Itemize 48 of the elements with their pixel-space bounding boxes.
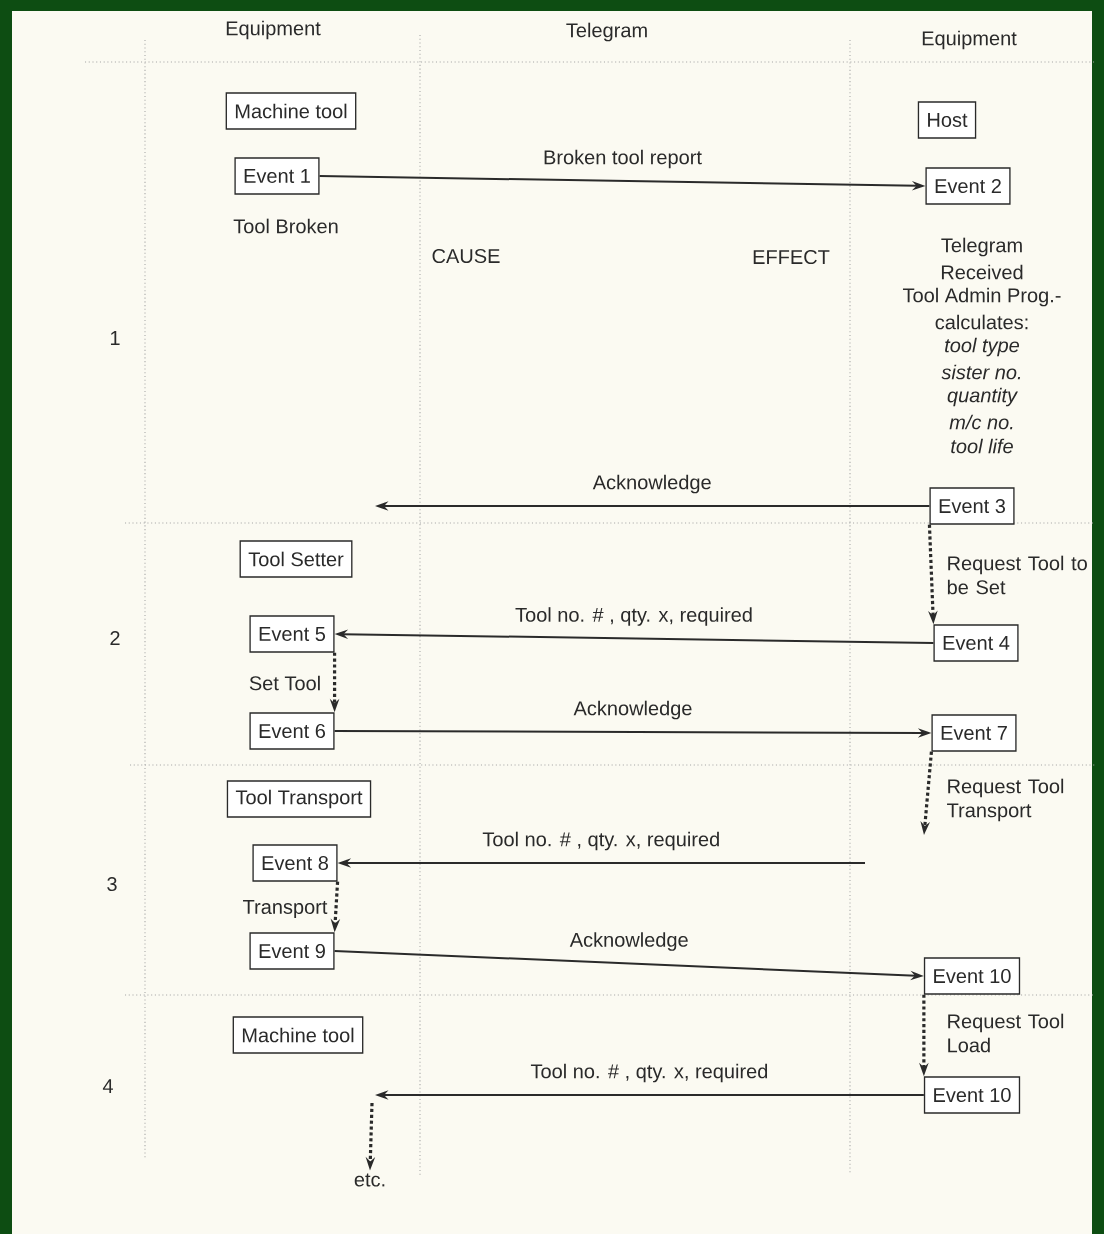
column-heading: Telegram (566, 22, 647, 42)
step-number: 3 (107, 876, 117, 892)
label-box: Event 9 (249, 932, 335, 970)
event-note: Telegram (941, 237, 1022, 257)
label-box: Event 3 (929, 487, 1015, 525)
event-note: Transport (243, 900, 328, 918)
label-box: Event 6 (249, 712, 335, 750)
edge-label: Tool no. # , qty. x, required (529, 1062, 770, 1084)
label-box: Event 1 (234, 157, 320, 195)
event-note: m/c no. (949, 414, 1013, 430)
event-note: sister no. (941, 364, 1021, 380)
cause-label: CAUSE (432, 248, 500, 264)
column-heading: Equipment (226, 20, 321, 40)
edge-label: Broken tool report (541, 148, 704, 170)
label-box: Machine tool (232, 1016, 364, 1054)
label-box: Event 4 (933, 624, 1019, 662)
edge-label: Acknowledge (591, 473, 714, 495)
column-heading: Equipment (922, 30, 1017, 50)
edge-label: Acknowledge (568, 930, 691, 953)
label-box: Event 2 (925, 167, 1011, 205)
event-note: tool type (945, 337, 1020, 357)
event-note: quantity (947, 387, 1018, 407)
event-note: tool life (951, 438, 1013, 454)
label-box: Event 8 (252, 844, 338, 882)
event-note: Tool Broken (233, 218, 338, 234)
event-note: Set Tool (249, 675, 320, 691)
label-box: Event 10 (923, 957, 1021, 995)
effect-label: EFFECT (753, 249, 830, 265)
label-box: Event 10 (923, 1076, 1021, 1114)
label-box: Event 5 (249, 615, 335, 653)
step-number: 2 (110, 631, 120, 645)
label-box: Event 7 (931, 714, 1017, 752)
edge-label: Acknowledge (572, 699, 694, 721)
label-box: Tool Transport (226, 780, 372, 818)
edge-label: Tool no. # , qty. x, required (513, 605, 755, 628)
event-note: Tool Admin Prog.- (902, 287, 1061, 307)
label-box: Machine tool (225, 92, 357, 130)
request-note: Request Tool to be Set (947, 555, 1087, 595)
edge-label: Tool no. # , qty. x, required (481, 830, 722, 852)
step-number: 4 (102, 1079, 113, 1093)
request-note: Request Tool Load (948, 1013, 1064, 1053)
label-box: Tool Setter (239, 540, 353, 578)
event-note: calculates: (935, 314, 1028, 330)
end-text: etc. (354, 1173, 385, 1187)
step-number: 1 (110, 331, 120, 345)
request-note: Request Tool Transport (947, 778, 1064, 822)
label-box: Host (917, 101, 977, 139)
event-note: Received (941, 264, 1023, 280)
